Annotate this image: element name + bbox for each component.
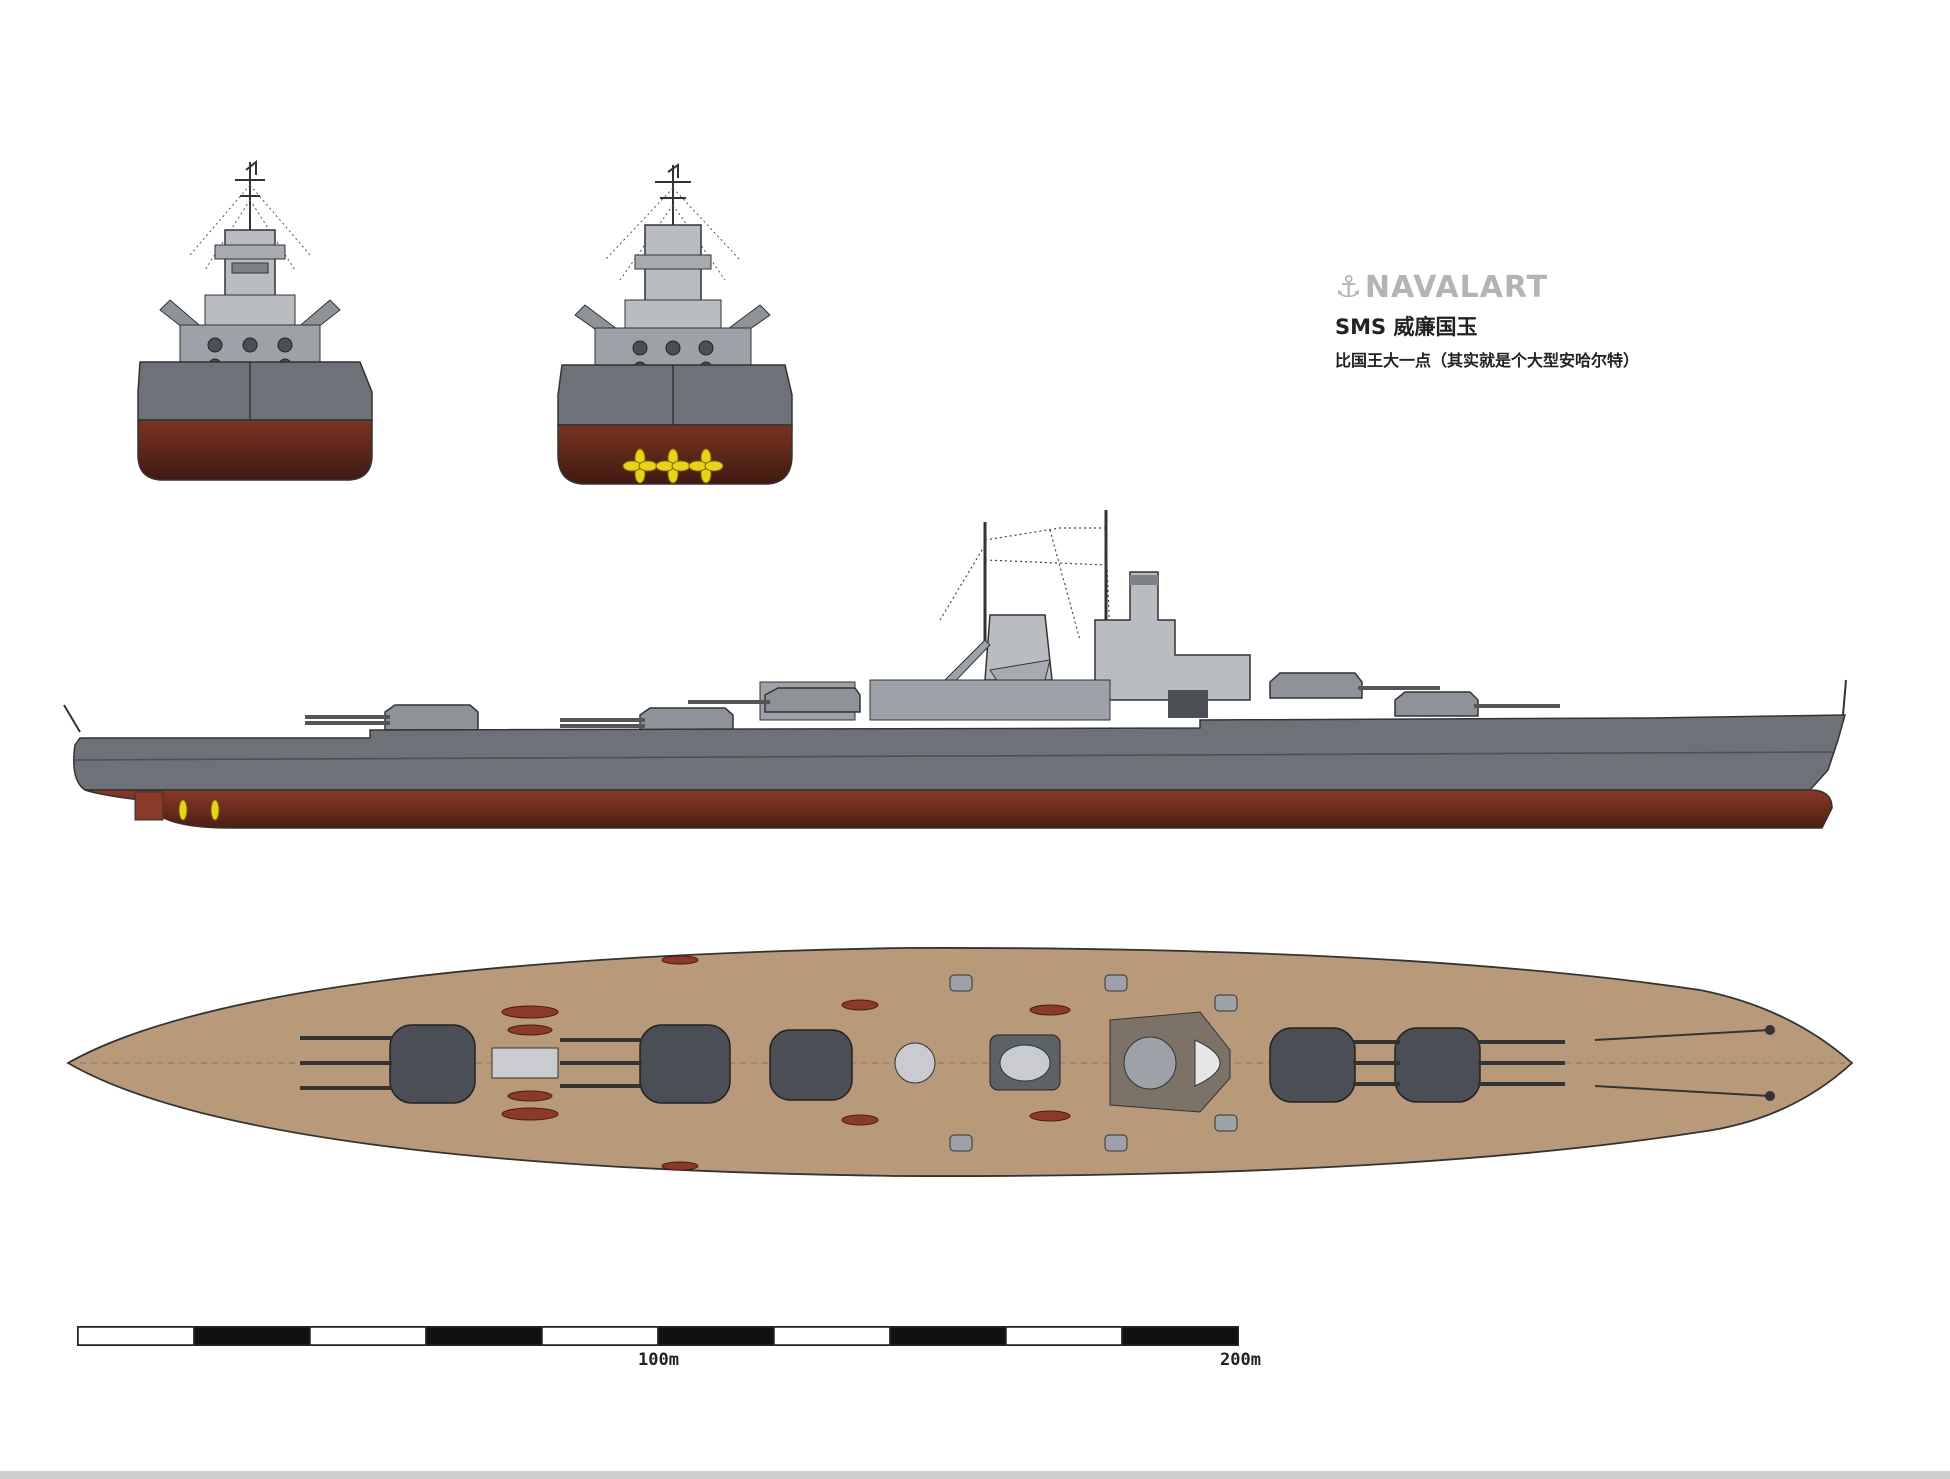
stern-view-hull-upper (557, 364, 793, 426)
scale-bar-segment (541, 1326, 659, 1346)
side-profile-rigging (939, 527, 1111, 641)
ship-name: SMS 威廉国玉 (1335, 315, 1478, 339)
scale-bar-segment (1005, 1326, 1123, 1346)
side-profile (63, 510, 1847, 829)
bottom-strip (0, 1471, 1950, 1479)
deck-boats (501, 955, 1071, 1171)
anchor-icon: ⚓ (1335, 270, 1363, 305)
scale-bar-segment (1121, 1326, 1239, 1346)
bow-view (137, 159, 373, 481)
side-hull-lower (84, 789, 1833, 829)
side-turrets (305, 672, 1560, 733)
bow-view-mast (235, 159, 265, 240)
deck-secondary-mounts (949, 974, 1238, 1152)
scale-bar (77, 1326, 1239, 1346)
ship-note: 比国王大一点（其实就是个大型安哈尔特） (1335, 351, 1640, 370)
bow-view-hull-upper (137, 361, 373, 421)
bow-view-hull-lower (137, 419, 373, 481)
deck-gun-barrels (300, 1036, 1565, 1090)
stern-view (557, 163, 793, 485)
scale-bar-segment (193, 1326, 311, 1346)
brand-name: NAVALART (1364, 270, 1549, 305)
scale-label-100m: 100m (638, 1350, 679, 1370)
side-propeller-icon (178, 799, 220, 821)
scale-bar-segment (309, 1326, 427, 1346)
propeller-icon (622, 448, 724, 484)
title-block: ⚓ NAVALART SMS 威廉国玉 比国王大一点（其实就是个大型安哈尔特） (1335, 270, 1639, 371)
forward-superstructure (1094, 571, 1251, 701)
scale-bar-segment (889, 1326, 1007, 1346)
top-view (66, 947, 1854, 1177)
scale-bar-segment (77, 1326, 195, 1346)
scale-label-200m: 200m (1220, 1350, 1261, 1370)
scale-bar-segment (425, 1326, 543, 1346)
scale-bar-segment (657, 1326, 775, 1346)
deck-superstructure (894, 1011, 1231, 1113)
scale-bar-segment (773, 1326, 891, 1346)
brand-logo: ⚓ NAVALART (1335, 270, 1639, 305)
